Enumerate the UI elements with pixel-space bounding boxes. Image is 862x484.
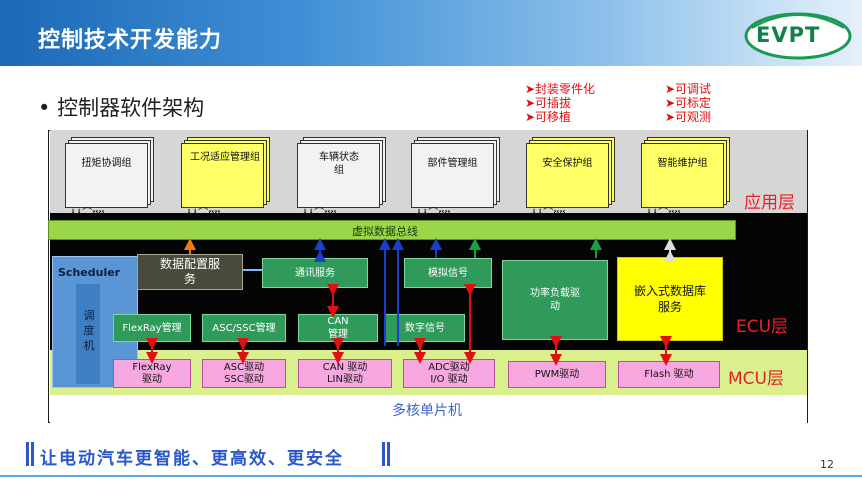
can-mgmt-label: CAN管理	[327, 316, 349, 340]
connector-glyphs: ⅄⅄⌒ʊʊ	[186, 208, 221, 219]
logo-text: EVPT	[756, 23, 821, 47]
footer-slogan: 让电动汽车更智能、更高效、更安全	[40, 449, 344, 469]
flexray-driver: FlexRay驱动	[113, 359, 191, 388]
app-component-label: 部件管理组	[427, 158, 478, 169]
feature-list-right: ➤可调试 ➤可标定 ➤可观测	[665, 82, 711, 124]
page-title: 控制技术开发能力	[38, 28, 223, 53]
feature-item: ➤可插拔	[525, 96, 572, 110]
scheduler-inner	[76, 284, 100, 384]
asc-ssc-mgmt-label: ASC/SSC管理	[212, 322, 276, 334]
mcu-layer-label: MCU层	[728, 369, 784, 389]
app-component-maintenance: 智能维护组	[641, 137, 741, 213]
app-component-condition: 工况适应管理组	[181, 137, 281, 213]
flash-driver-label: Flash 驱动	[644, 368, 694, 380]
can-lin-driver: CAN 驱动LIN驱动	[298, 359, 392, 388]
comm-service: 通讯服务	[262, 258, 368, 288]
analog-signal: 模拟信号	[404, 258, 492, 288]
embedded-db-label: 嵌入式数据库服务	[633, 284, 706, 314]
multicore-mcu-label: 多核单片机	[392, 403, 462, 419]
app-component-torque: 扭矩协调组	[65, 137, 165, 213]
data-config-service: 数据配置服务	[137, 254, 243, 290]
digital-signal-label: 数字信号	[405, 322, 445, 334]
analog-signal-label: 模拟信号	[428, 267, 468, 279]
pwm-driver: PWM驱动	[508, 361, 606, 388]
section-heading: • 控制器软件架构	[38, 92, 204, 122]
embedded-db-service: 嵌入式数据库服务	[617, 257, 723, 341]
asc-ssc-mgmt: ASC/SSC管理	[202, 314, 286, 342]
connector-glyphs: ⅄⅄⌒ʊʊ	[531, 208, 566, 219]
app-component-vehicle-state: 车辆状态组	[297, 137, 397, 213]
app-component-parts: 部件管理组	[411, 137, 511, 213]
flash-driver: Flash 驱动	[618, 361, 720, 388]
footer-bar-end-icon	[382, 442, 390, 466]
app-component-label: 智能维护组	[657, 158, 708, 169]
pwm-driver-label: PWM驱动	[534, 368, 580, 380]
app-component-label: 安全保护组	[542, 158, 593, 169]
can-mgmt: CAN管理	[298, 314, 378, 342]
app-component-safety: 安全保护组	[526, 137, 626, 213]
digital-signal: 数字信号	[385, 314, 465, 342]
ecu-layer-label: ECU层	[736, 317, 789, 337]
power-load-driver: 功率负载驱动	[502, 260, 608, 340]
section-heading-text: 控制器软件架构	[57, 96, 205, 120]
app-component-label: 扭矩协调组	[81, 158, 132, 169]
page-number: 12	[820, 458, 834, 471]
footer-rule	[0, 475, 862, 477]
app-component-label: 工况适应管理组	[190, 152, 260, 163]
connector-glyphs: ⅄⅄⌒ʊʊ	[416, 208, 451, 219]
feature-item: ➤可观测	[665, 110, 712, 124]
adc-io-driver-label: ADC驱动I/O 驱动	[428, 361, 470, 385]
virtual-data-bus-label: 虚拟数据总线	[352, 225, 418, 238]
connector-glyphs: ⅄⅄⌒ʊʊ	[70, 208, 105, 219]
connector-glyphs: ⅄⅄⌒ʊʊ	[646, 208, 681, 219]
app-component-label: 车辆状态组	[319, 152, 359, 176]
feature-item: ➤封装零件化	[525, 82, 596, 96]
scheduler-cn-label: 调度机	[83, 309, 95, 352]
asc-ssc-driver-label: ASC驱动SSC驱动	[223, 361, 265, 385]
scheduler-label: Scheduler	[58, 266, 121, 279]
feature-list-left: ➤封装零件化 ➤可插拔 ➤可移植	[525, 82, 595, 124]
flexray-mgmt-label: FlexRay管理	[122, 322, 182, 334]
connector-glyphs: ⅄⅄⌒ʊʊ	[302, 208, 337, 219]
feature-item: ➤可标定	[665, 96, 712, 110]
header-banner	[0, 0, 862, 66]
flexray-mgmt: FlexRay管理	[113, 314, 191, 342]
comm-service-label: 通讯服务	[295, 267, 335, 279]
footer-bar-icon	[26, 442, 34, 466]
app-layer-label: 应用层	[744, 193, 795, 213]
evpt-logo	[744, 12, 852, 60]
bullet-marker: •	[38, 96, 51, 120]
power-load-driver-label: 功率负载驱动	[530, 288, 580, 312]
adc-io-driver: ADC驱动I/O 驱动	[403, 359, 495, 388]
can-lin-driver-label: CAN 驱动LIN驱动	[322, 361, 368, 385]
chip-layer-band	[50, 395, 807, 423]
asc-ssc-driver: ASC驱动SSC驱动	[202, 359, 286, 388]
flexray-driver-label: FlexRay驱动	[132, 361, 172, 385]
feature-item: ➤可调试	[665, 82, 712, 96]
feature-item: ➤可移植	[525, 110, 572, 124]
data-config-label: 数据配置服务	[160, 257, 221, 286]
